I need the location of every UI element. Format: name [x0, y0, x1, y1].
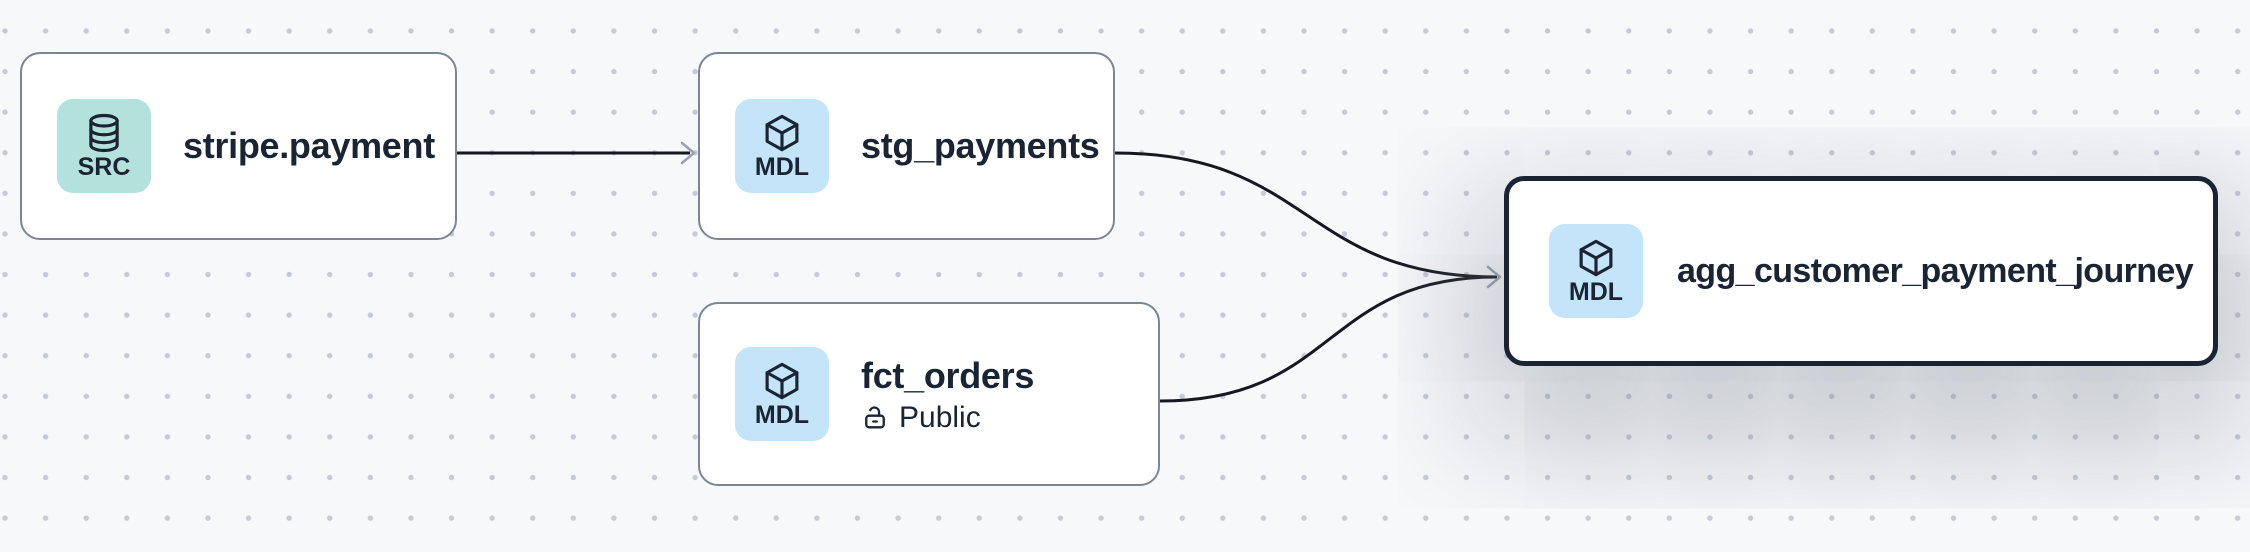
node-fct-orders[interactable]: MDL fct_orders Public — [698, 302, 1160, 486]
node-stripe-payment[interactable]: SRC stripe.payment — [20, 52, 457, 240]
cube-icon — [1579, 239, 1613, 277]
access-row: Public — [861, 401, 1034, 434]
model-badge: MDL — [735, 99, 829, 193]
unlock-icon — [865, 405, 885, 429]
access-label: Public — [899, 401, 981, 435]
arrowhead-icon — [1486, 265, 1502, 289]
model-badge: MDL — [1549, 224, 1643, 318]
cube-icon — [765, 114, 799, 152]
node-stg-payments[interactable]: MDL stg_payments — [698, 52, 1115, 240]
model-badge: MDL — [735, 347, 829, 441]
cube-icon — [765, 362, 799, 400]
node-agg-customer-payment-journey[interactable]: MDL agg_customer_payment_journey — [1504, 176, 2218, 366]
node-label: stripe.payment — [183, 125, 435, 167]
source-badge: SRC — [57, 99, 151, 193]
badge-label: MDL — [754, 153, 810, 181]
node-text-block: fct_orders Public — [861, 354, 1034, 434]
edge-stg-to-agg — [1114, 151, 1498, 279]
badge-label: MDL — [1568, 278, 1624, 306]
arrowhead-icon — [680, 141, 696, 165]
node-label: agg_customer_payment_journey — [1677, 251, 2194, 290]
badge-label: SRC — [77, 153, 131, 181]
node-label: fct_orders — [861, 354, 1035, 396]
node-label: stg_payments — [861, 125, 1100, 167]
edge-fct-to-agg — [1159, 275, 1498, 403]
database-icon — [89, 113, 119, 153]
badge-label: MDL — [754, 401, 810, 429]
